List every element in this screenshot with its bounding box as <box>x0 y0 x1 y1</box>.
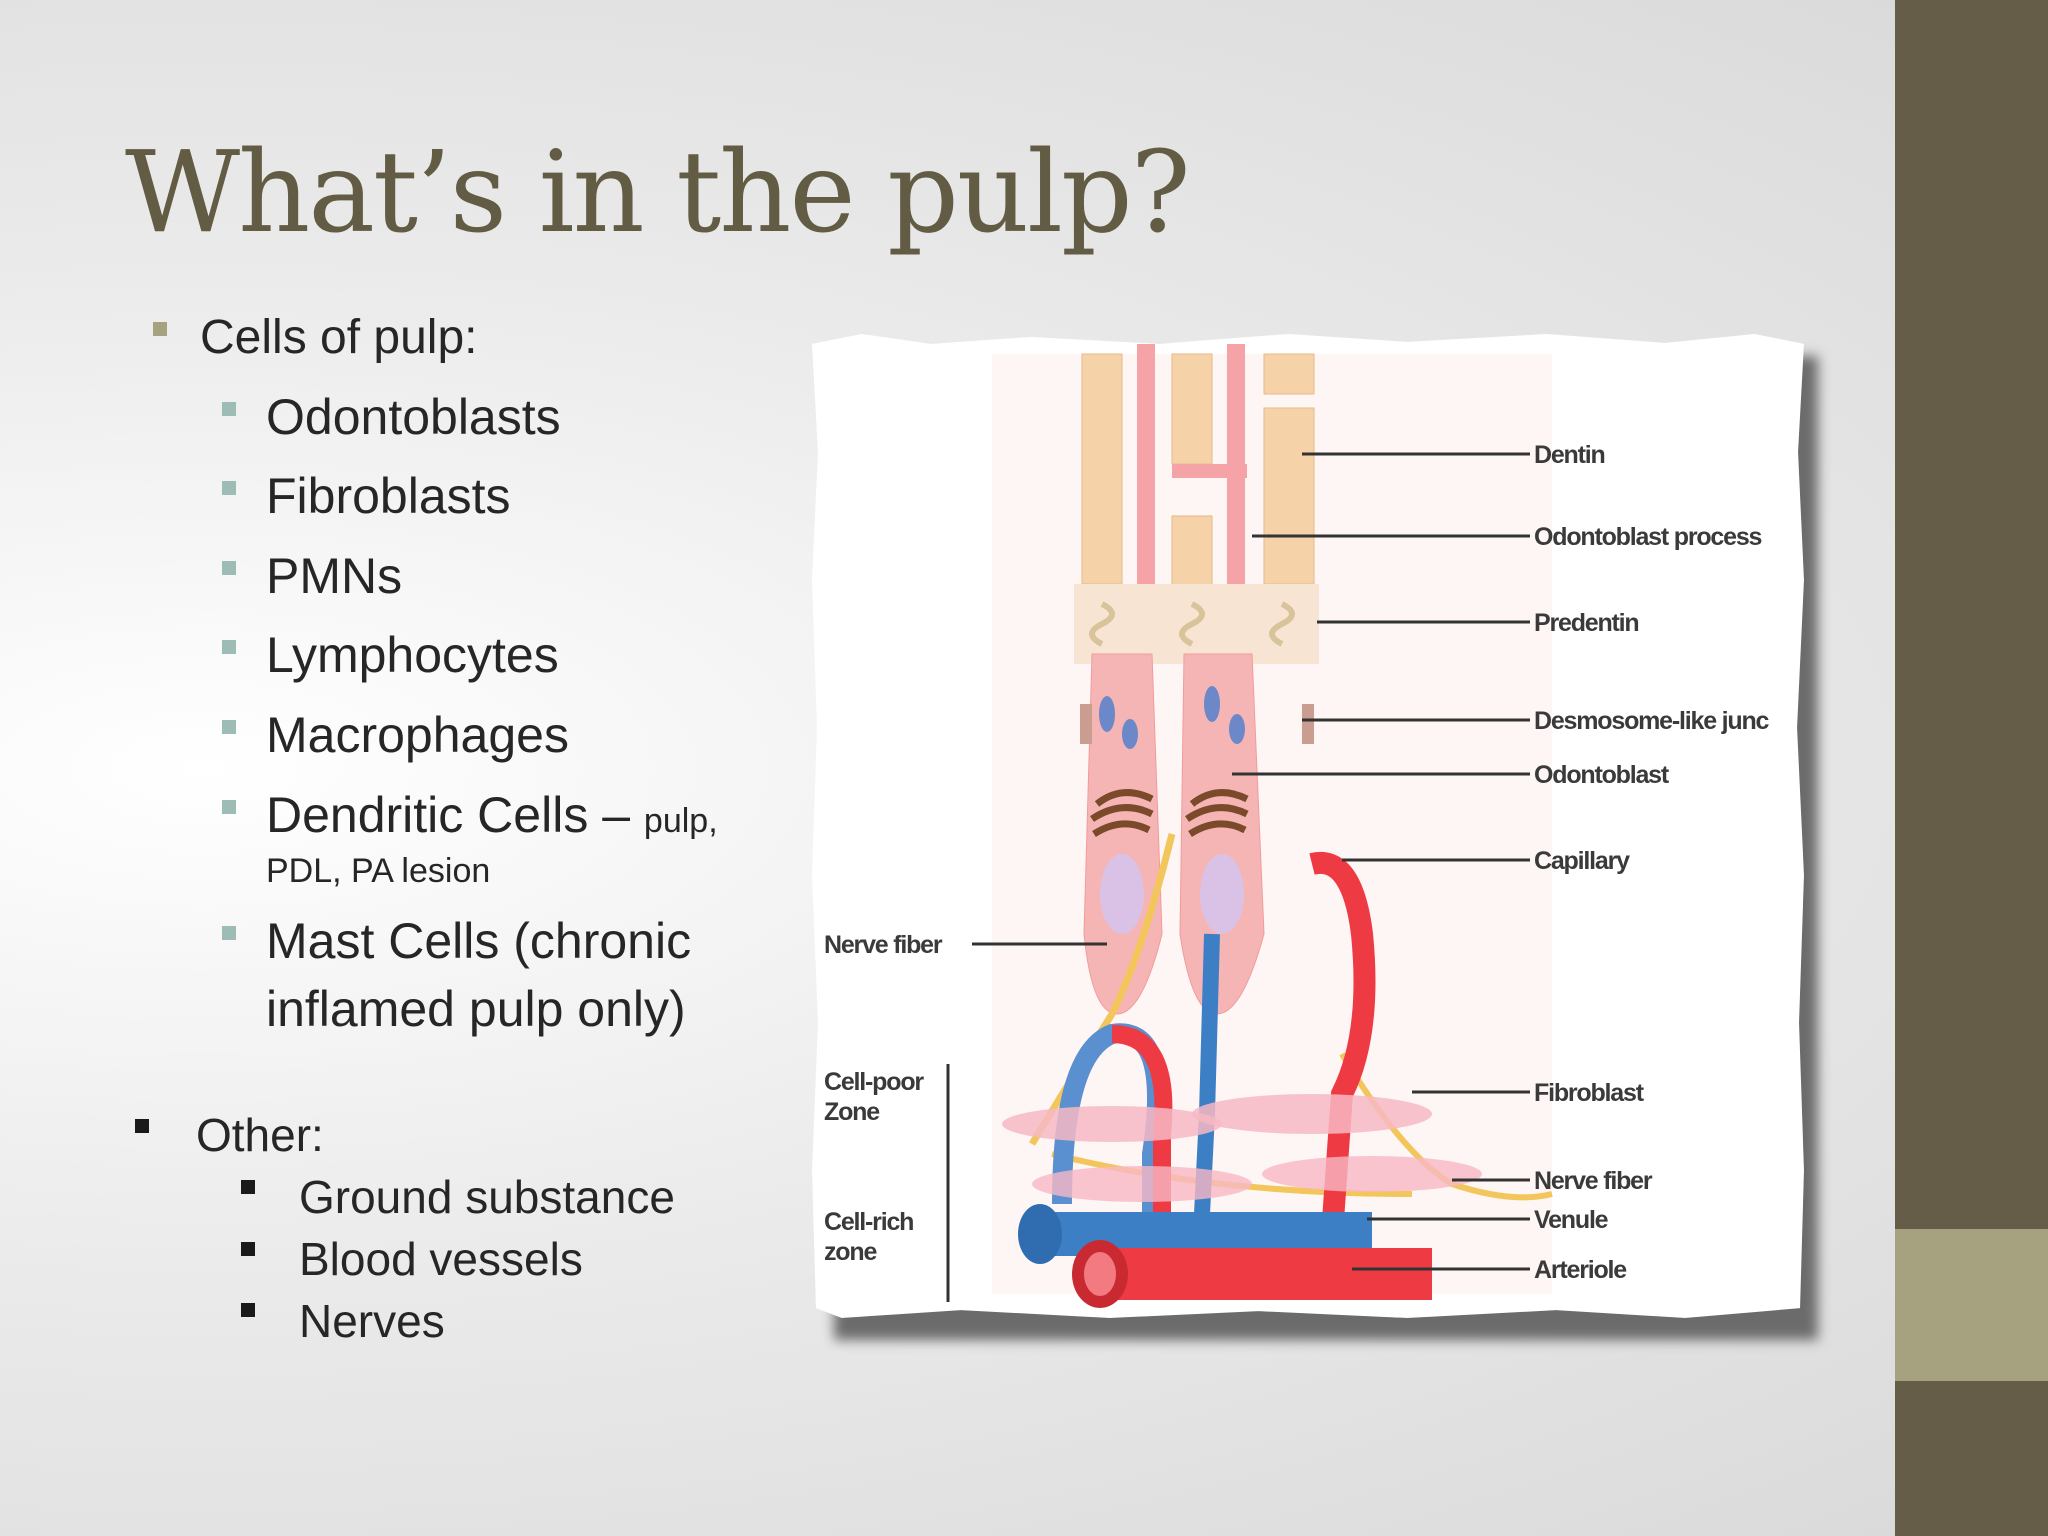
list-item-mast-cells-line2: inflamed pulp only) <box>266 981 686 1037</box>
bullet-square-icon <box>222 640 236 654</box>
list-item-odontoblasts: Odontoblasts <box>266 389 561 445</box>
bullet-square-icon <box>222 800 236 814</box>
bullet-square-icon <box>241 1180 255 1194</box>
list-item-fibroblasts: Fibroblasts <box>266 468 511 524</box>
label-arteriole: Arteriole <box>1534 1256 1627 1284</box>
bullet-square-icon <box>241 1303 255 1317</box>
bullet-square-icon <box>241 1242 255 1256</box>
label-nerve-fiber-right: Nerve fiber <box>1534 1167 1653 1195</box>
label-cell-poor: Cell-poor <box>824 1068 924 1096</box>
bullet-square-icon <box>222 720 236 734</box>
other-heading: Other: <box>196 1109 324 1161</box>
bullet-square-icon <box>222 481 236 495</box>
label-venule: Venule <box>1534 1206 1609 1234</box>
bullet-square-icon <box>222 561 236 575</box>
label-capillary: Capillary <box>1534 847 1630 875</box>
pulp-diagram-figure: Dentin Odontoblast process Predentin Des… <box>812 334 1804 1318</box>
list-item-macrophages: Macrophages <box>266 707 569 763</box>
label-nerve-fiber-left: Nerve fiber <box>824 931 943 959</box>
label-dentin: Dentin <box>1534 441 1605 469</box>
slide-title: What’s in the pulp? <box>125 128 1191 258</box>
list-item-dendritic-cells: Dendritic Cells – pulp, <box>266 786 718 844</box>
other-item-ground-substance: Ground substance <box>299 1171 675 1223</box>
dendritic-note-line2: PDL, PA lesion <box>266 852 491 890</box>
label-odontoblast-process: Odontoblast process <box>1534 523 1762 551</box>
sidebar-accent-block <box>1895 1229 2048 1381</box>
label-odontoblast: Odontoblast <box>1534 761 1670 789</box>
list-item-pmns: PMNs <box>266 548 403 604</box>
pulp-diagram-svg: Dentin Odontoblast process Predentin Des… <box>824 344 1771 1308</box>
dendritic-note-text: pulp, <box>643 802 718 840</box>
label-cell-poor-zone: Zone <box>824 1098 880 1126</box>
label-fibroblast: Fibroblast <box>1534 1079 1645 1107</box>
bullet-square-icon <box>222 926 236 940</box>
cells-heading: Cells of pulp: <box>200 311 478 364</box>
bullet-square-icon <box>222 402 236 416</box>
dendritic-main-text: Dendritic Cells – <box>266 787 644 843</box>
label-cell-rich: Cell-rich <box>824 1208 913 1236</box>
list-item-mast-cells: Mast Cells (chronic <box>266 913 692 969</box>
bullet-square-icon <box>153 322 167 336</box>
list-item-lymphocytes: Lymphocytes <box>266 627 559 683</box>
label-cell-rich-zone: zone <box>824 1238 877 1266</box>
bullet-square-icon <box>135 1119 149 1133</box>
other-item-blood-vessels: Blood vessels <box>299 1233 583 1285</box>
label-desmosome: Desmosome-like junc <box>1534 707 1770 735</box>
label-predentin: Predentin <box>1534 609 1639 637</box>
other-item-nerves: Nerves <box>299 1295 445 1347</box>
